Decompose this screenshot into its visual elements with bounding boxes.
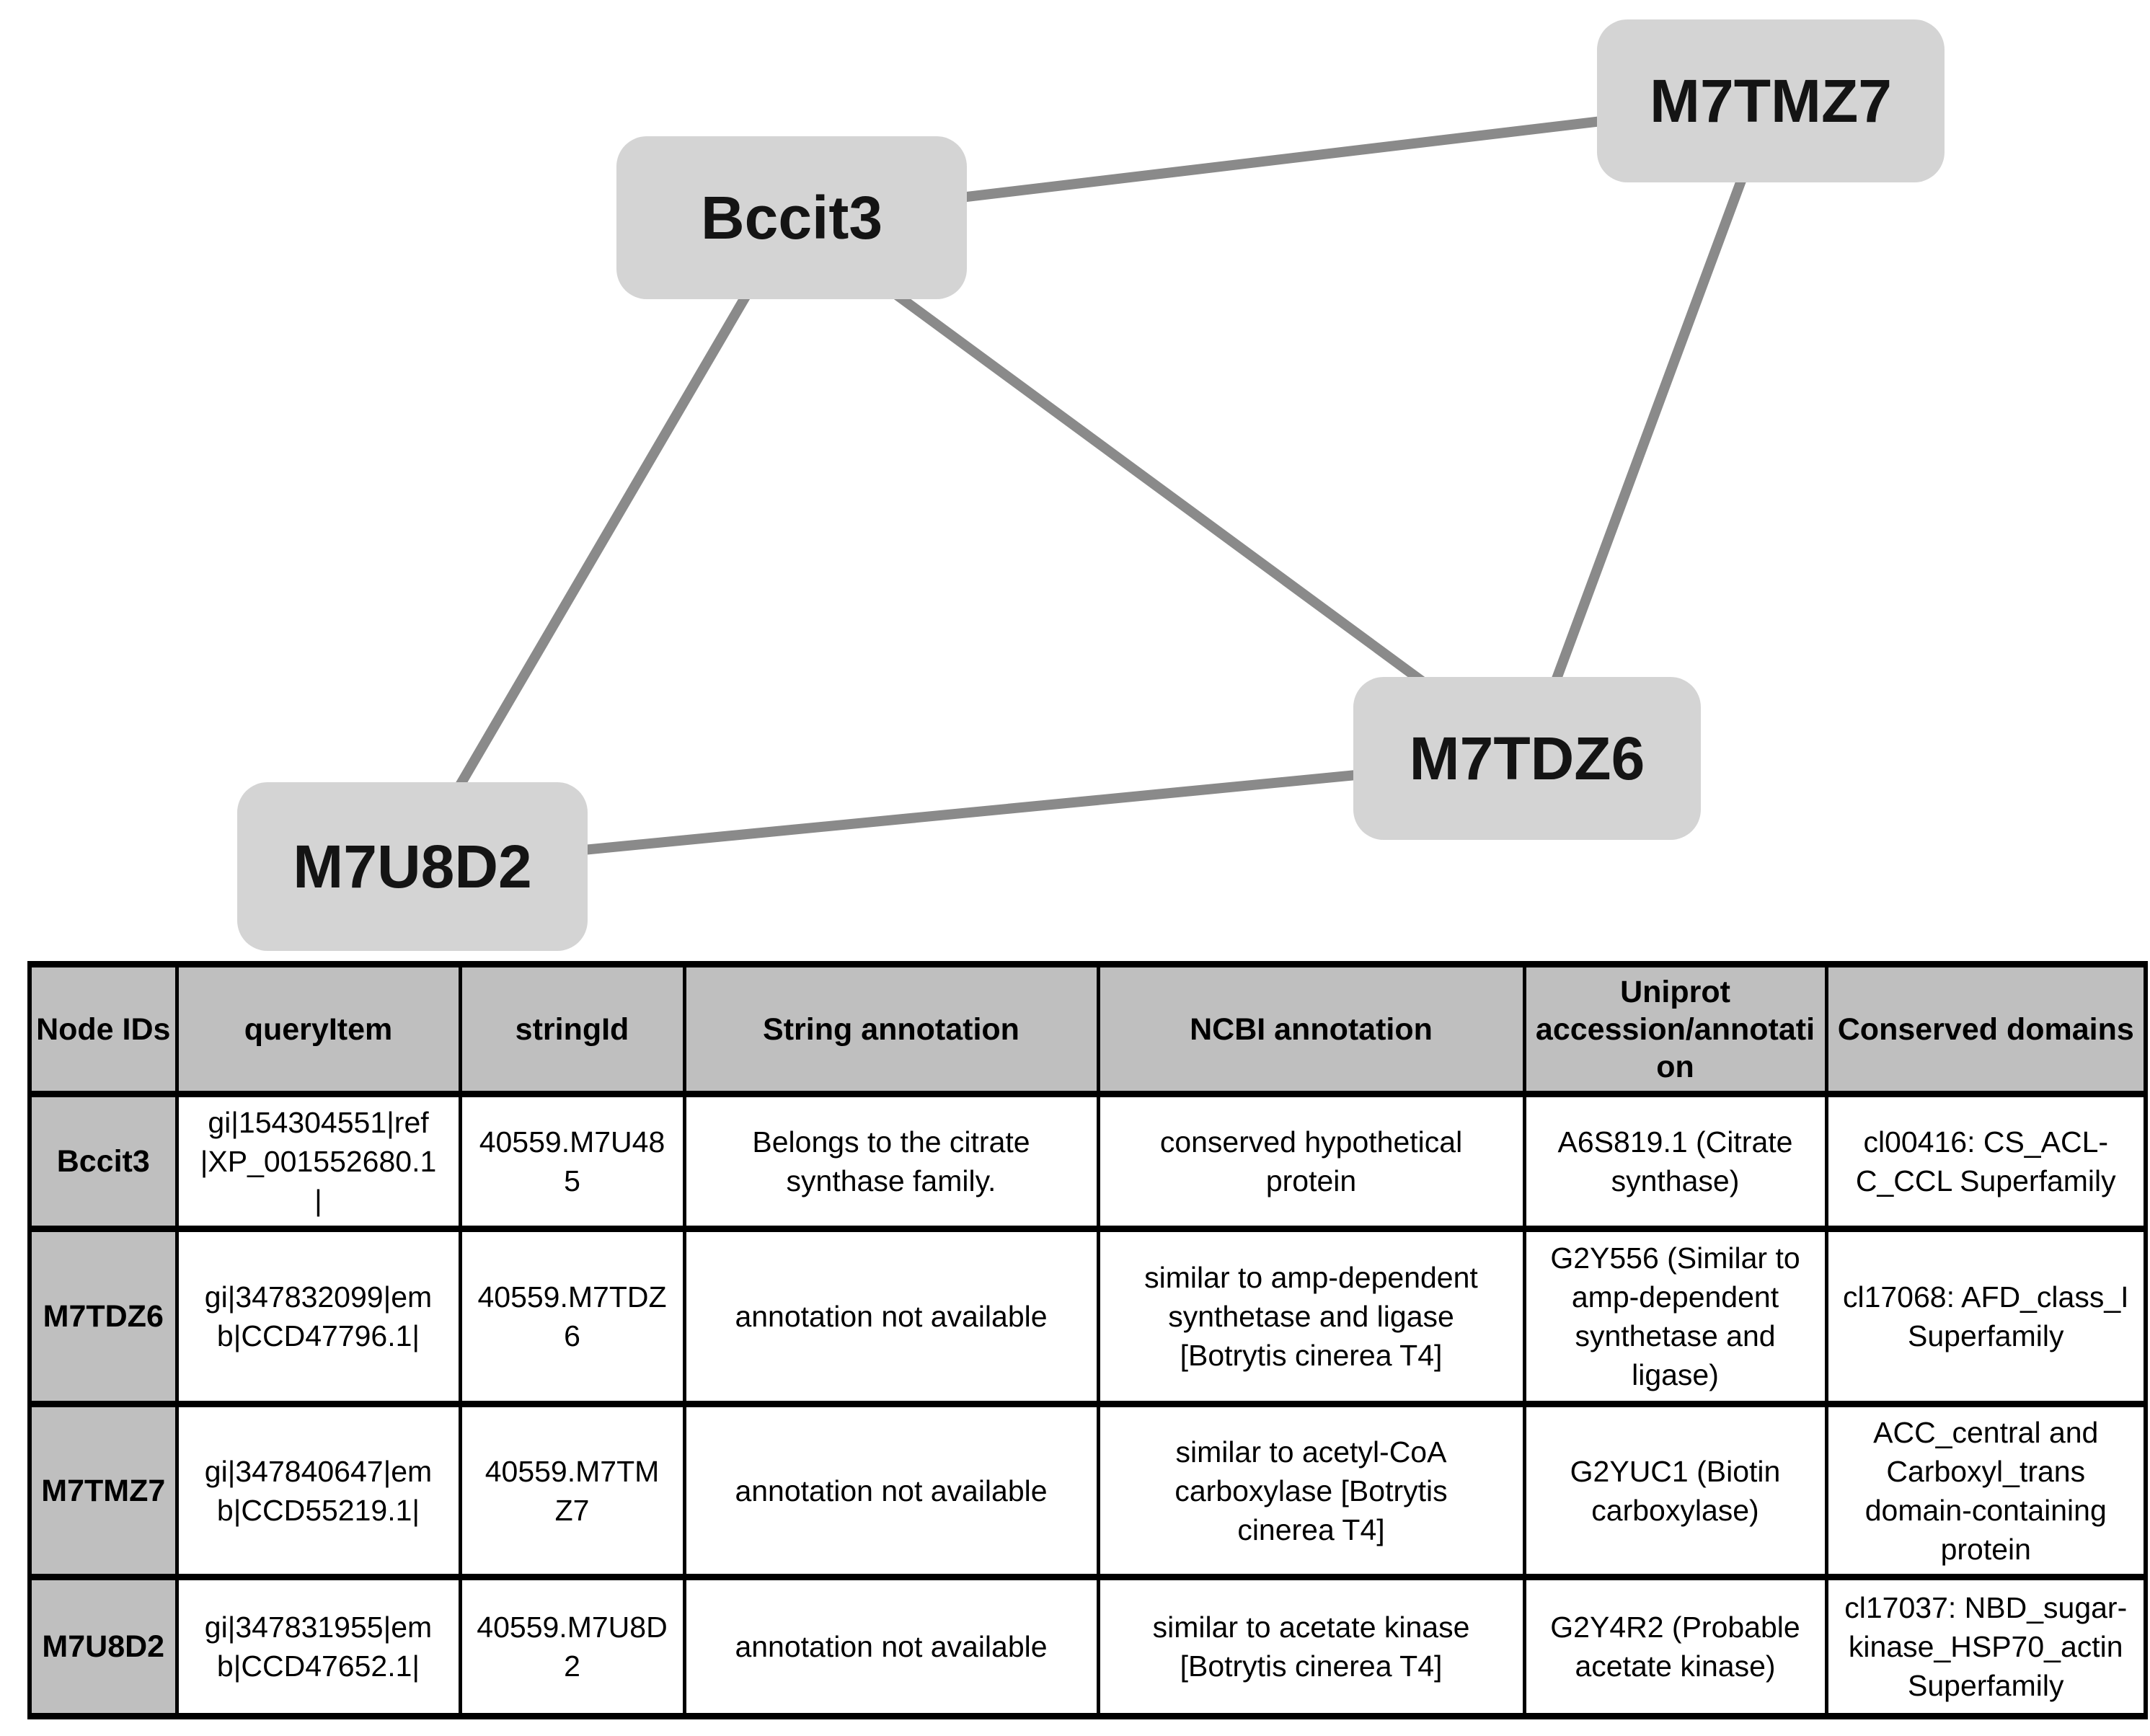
table-row-m7tmz7: M7TMZ7 gi|347840647|em b|CCD55219.1| 405…: [27, 1401, 2148, 1580]
cell-conserved-domains: ACC_central and Carboxyl_trans domain-co…: [1824, 1401, 2148, 1580]
table-row-m7tdz6: M7TDZ6 gi|347832099|em b|CCD47796.1| 405…: [27, 1226, 2148, 1407]
node-box-bccit3[interactable]: [616, 136, 967, 299]
cell-string-annotation: Belongs to the citrate synthase family.: [682, 1091, 1100, 1232]
cell-string-id: 40559.M7U48 5: [458, 1091, 686, 1232]
cell-ncbi-annotation: conserved hypothetical protein: [1096, 1091, 1526, 1232]
cell-string-annotation: annotation not available: [682, 1226, 1100, 1407]
cell-uniprot: G2Y556 (Similar to amp-dependent synthet…: [1522, 1226, 1828, 1407]
header-string-annotation: String annotation: [682, 961, 1100, 1097]
cell-string-annotation: annotation not available: [682, 1401, 1100, 1580]
cell-node-id: Bccit3: [27, 1091, 179, 1232]
cell-string-id: 40559.M7TM Z7: [458, 1401, 686, 1580]
cell-string-id: 40559.M7U8D 2: [458, 1574, 686, 1719]
cell-query-item: gi|154304551|ref |XP_001552680.1 |: [174, 1091, 462, 1232]
node-box-m7tmz7[interactable]: [1597, 19, 1945, 182]
network-node-m7tdz6[interactable]: M7TDZ6: [1353, 677, 1701, 840]
node-box-m7tdz6[interactable]: [1353, 677, 1701, 840]
cell-string-annotation: annotation not available: [682, 1574, 1100, 1719]
cell-query-item: gi|347840647|em b|CCD55219.1|: [174, 1401, 462, 1580]
cell-uniprot: A6S819.1 (Citrate synthase): [1522, 1091, 1828, 1232]
cell-conserved-domains: cl17037: NBD_sugar- kinase_HSP70_actin S…: [1824, 1574, 2148, 1719]
node-label-bccit3: Bccit3: [701, 184, 882, 252]
node-label-m7tmz7: M7TMZ7: [1650, 67, 1892, 135]
network-node-bccit3[interactable]: Bccit3: [616, 136, 967, 299]
cell-node-id: M7TMZ7: [27, 1401, 179, 1580]
node-box-m7u8d2[interactable]: [237, 782, 588, 951]
cell-query-item: gi|347832099|em b|CCD47796.1|: [174, 1226, 462, 1407]
cell-uniprot: G2YUC1 (Biotin carboxylase): [1522, 1401, 1828, 1580]
cell-conserved-domains: cl00416: CS_ACL- C_CCL Superfamily: [1824, 1091, 2148, 1232]
edge-m7tmz7-m7tdz6: [1522, 96, 1776, 763]
header-string-id: stringId: [458, 961, 686, 1097]
cell-ncbi-annotation: similar to acetate kinase [Botrytis cine…: [1096, 1574, 1526, 1719]
header-conserved-domains: Conserved domains: [1824, 961, 2148, 1097]
cell-string-id: 40559.M7TDZ 6: [458, 1226, 686, 1407]
protein-network-diagram: Bccit3 M7TMZ7 M7TDZ6 M7U8D2: [237, 19, 1945, 951]
cell-uniprot: G2Y4R2 (Probable acetate kinase): [1522, 1574, 1828, 1719]
header-ncbi-annotation: NCBI annotation: [1096, 961, 1526, 1097]
node-annotation-table: Node IDs queryItem stringId String annot…: [27, 961, 2148, 1719]
table-header-row: Node IDs queryItem stringId String annot…: [27, 961, 2148, 1097]
cell-query-item: gi|347831955|em b|CCD47652.1|: [174, 1574, 462, 1719]
table-row-m7u8d2: M7U8D2 gi|347831955|em b|CCD47652.1| 405…: [27, 1574, 2148, 1719]
table-row-bccit3: Bccit3 gi|154304551|ref |XP_001552680.1 …: [27, 1091, 2148, 1232]
cell-node-id: M7U8D2: [27, 1574, 179, 1719]
cell-conserved-domains: cl17068: AFD_class_I Superfamily: [1824, 1226, 2148, 1407]
node-label-m7tdz6: M7TDZ6: [1410, 725, 1645, 792]
network-node-m7u8d2[interactable]: M7U8D2: [237, 782, 588, 951]
network-node-m7tmz7[interactable]: M7TMZ7: [1597, 19, 1945, 182]
network-canvas: Bccit3 M7TMZ7 M7TDZ6 M7U8D2: [237, 19, 1945, 951]
edge-m7u8d2-m7tdz6: [407, 753, 1532, 872]
header-query-item: queryItem: [174, 961, 462, 1097]
header-node-ids: Node IDs: [27, 961, 179, 1097]
edge-bccit3-m7u8d2: [407, 213, 797, 872]
node-label-m7u8d2: M7U8D2: [293, 833, 531, 900]
header-uniprot-accession: Uniprot accession/annotati on: [1522, 961, 1828, 1097]
cell-node-id: M7TDZ6: [27, 1226, 179, 1407]
cell-ncbi-annotation: similar to amp-dependent synthetase and …: [1096, 1226, 1526, 1407]
edge-bccit3-m7tdz6: [787, 213, 1532, 763]
cell-ncbi-annotation: similar to acetyl-CoA carboxylase [Botry…: [1096, 1401, 1526, 1580]
